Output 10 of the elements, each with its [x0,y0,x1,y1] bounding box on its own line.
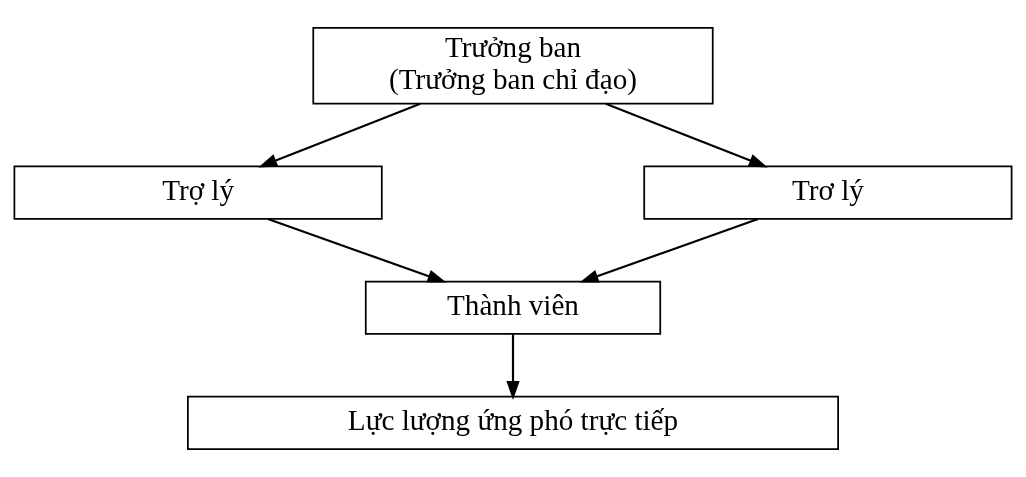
node-box: Trợ lý [13,165,383,220]
arrow [506,334,520,400]
node-box: Trơ lý [643,165,1013,220]
node-box: Thành viên [364,280,662,335]
arrow [605,102,768,168]
arrow [579,217,759,283]
arrow [267,217,447,283]
node-box: Trưởng ban (Trưởng ban chỉ đạo) [312,26,714,105]
arrow [258,102,421,168]
node-box: Lực lượng ứng phó trực tiếp [187,395,839,451]
